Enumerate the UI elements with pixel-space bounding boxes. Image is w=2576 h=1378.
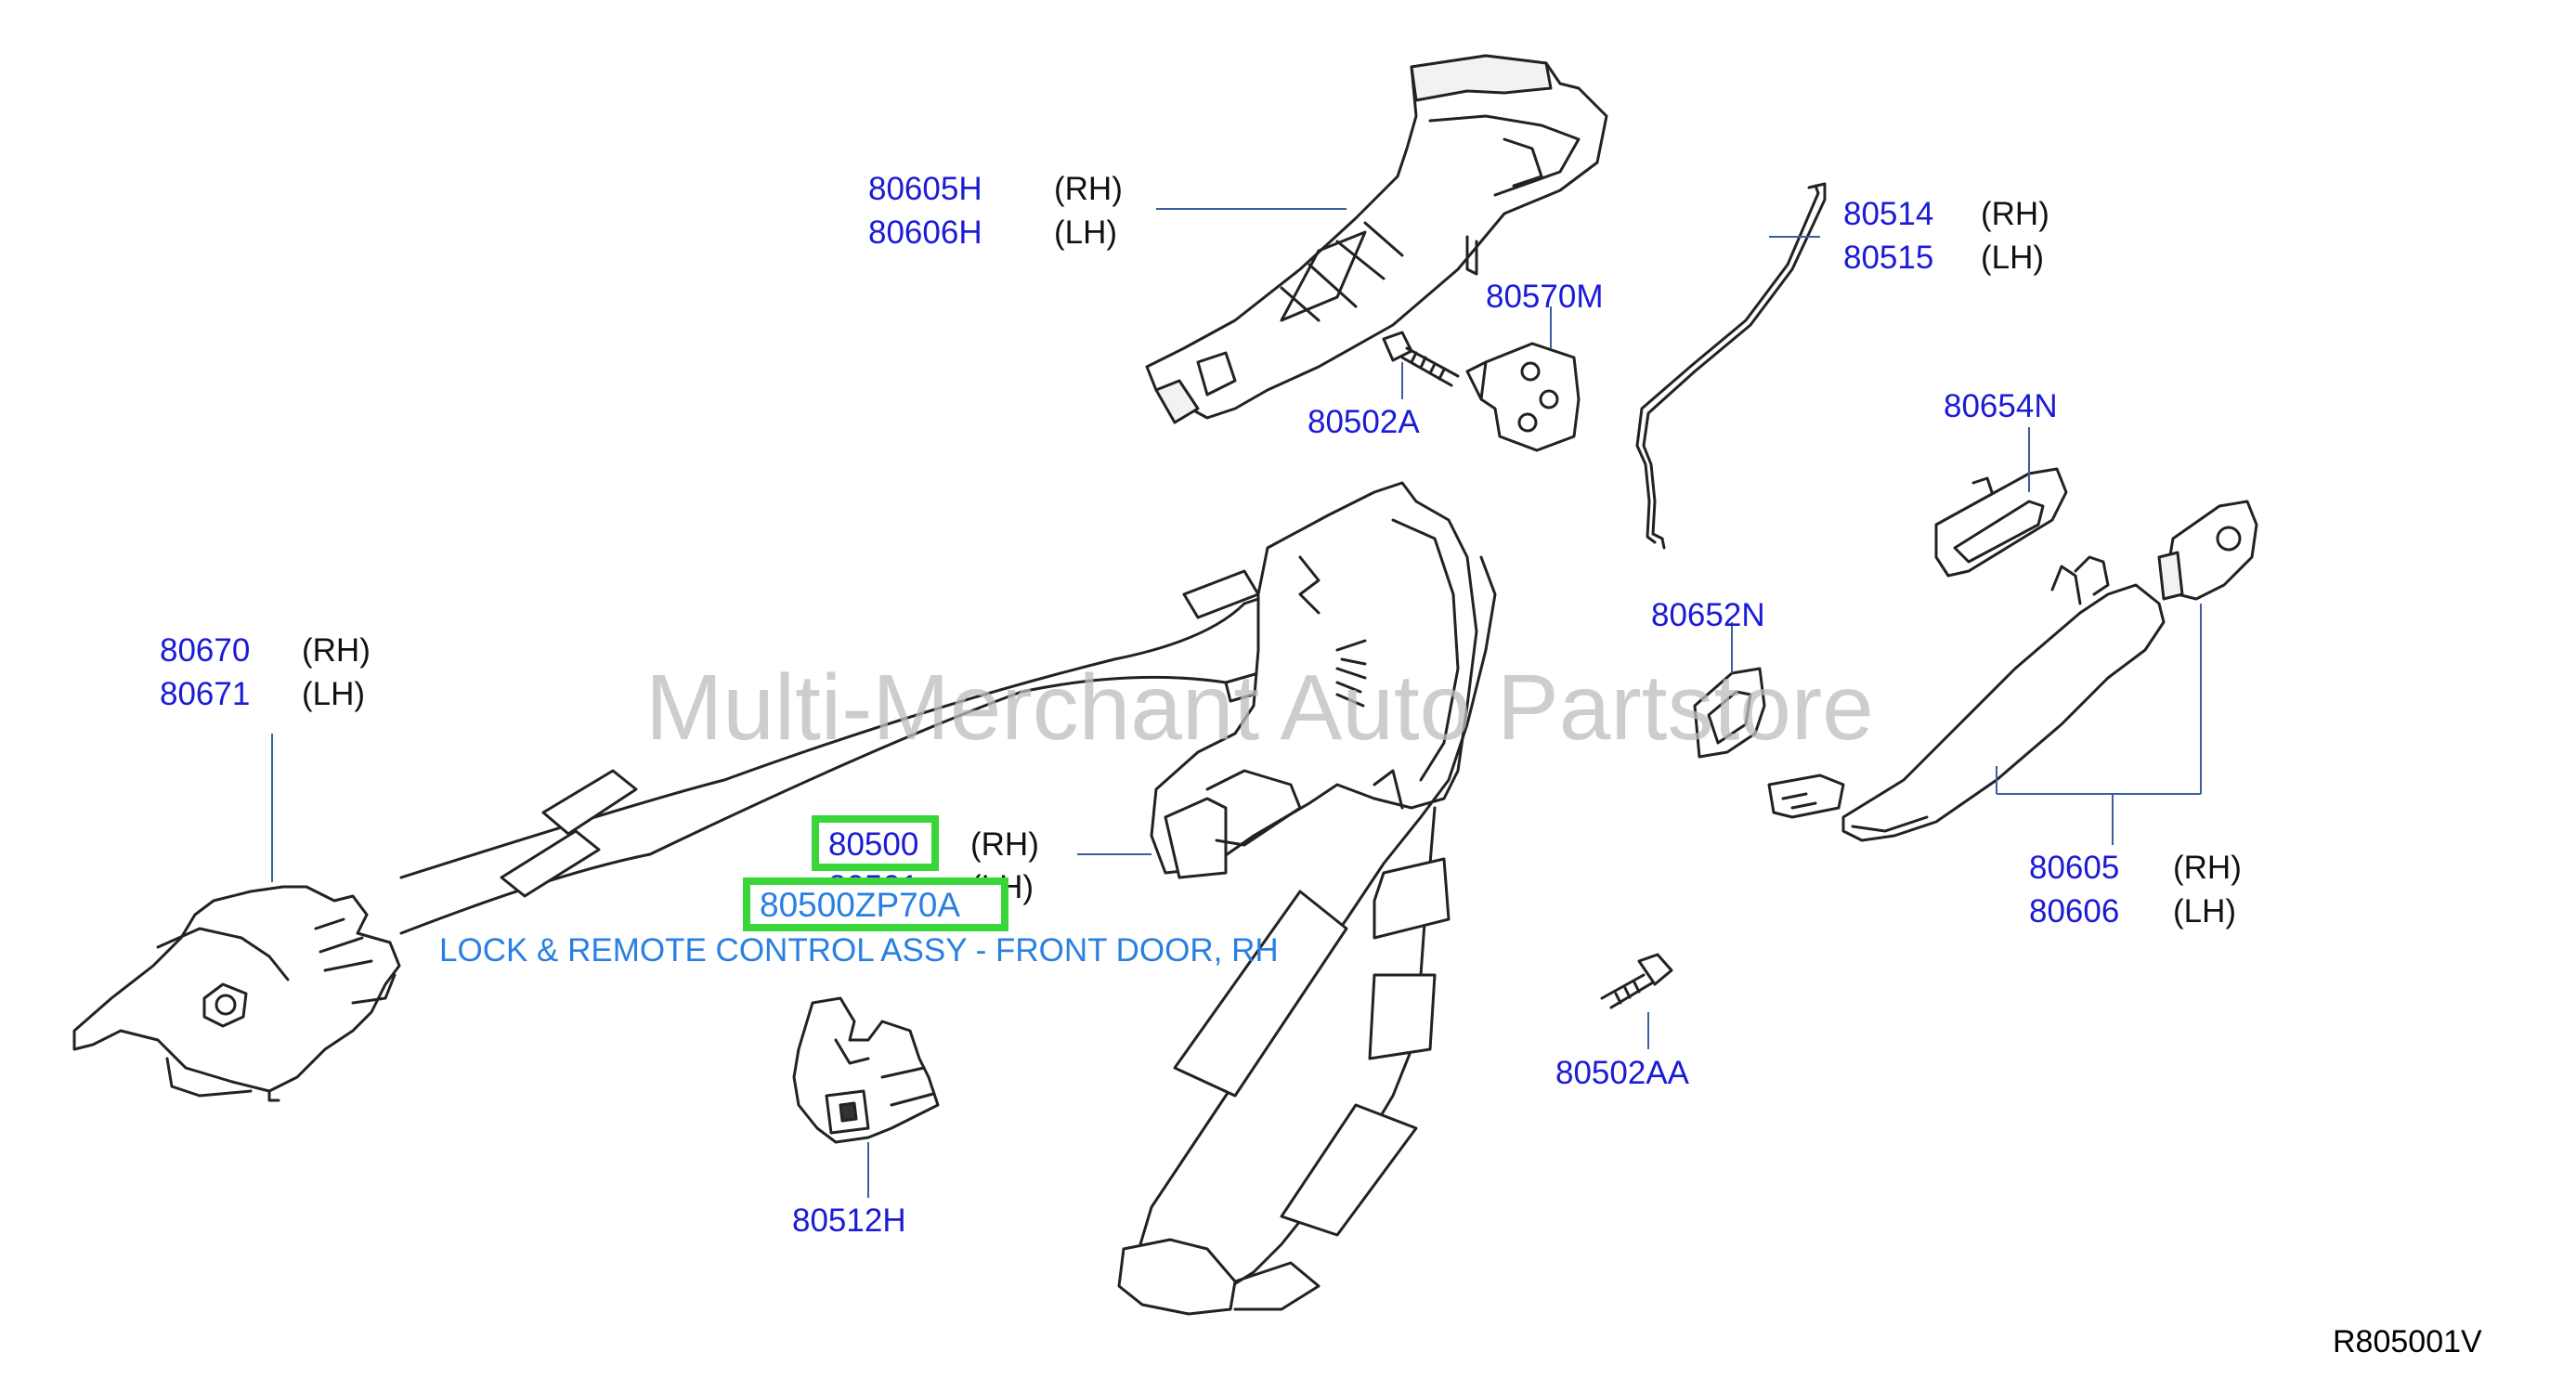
cable-icon [399, 569, 1274, 935]
bolt-upper-icon [1382, 331, 1460, 387]
part-80515[interactable]: 80515 [1843, 240, 1934, 276]
part-80512H[interactable]: 80512H [792, 1202, 906, 1239]
part-80606H[interactable]: 80606H [868, 214, 982, 251]
outside-handle-icon [1767, 555, 2166, 842]
side-lh: (LH) [1981, 240, 2045, 276]
part-80605[interactable]: 80605 [2029, 850, 2120, 886]
highlight-description: LOCK & REMOTE CONTROL ASSY - FRONT DOOR,… [439, 932, 1279, 968]
key-cap-icon [2157, 500, 2258, 601]
gasket-icon [1693, 667, 1766, 759]
highlight-part-number[interactable]: 80500ZP70A [760, 886, 961, 924]
part-80605H[interactable]: 80605H [868, 171, 982, 207]
part-80502AA[interactable]: 80502AA [1555, 1055, 1690, 1091]
part-80671[interactable]: 80671 [160, 676, 251, 712]
side-lh: (LH) [2173, 893, 2237, 930]
outside-handle-bracket-icon [1145, 54, 1608, 424]
rod-icon [1635, 182, 1827, 550]
side-rh: (RH) [1981, 196, 2049, 232]
reference-code: R805001V [2333, 1324, 2482, 1359]
part-80500[interactable]: 80500 [828, 826, 919, 863]
part-80514[interactable]: 80514 [1843, 196, 1934, 232]
part-80570M[interactable]: 80570M [1486, 279, 1604, 315]
clip-icon [792, 996, 940, 1144]
watermark-text: Multi-Merchant Auto Partstore [645, 656, 1874, 760]
part-80652N[interactable]: 80652N [1651, 597, 1765, 633]
plate-icon [1465, 342, 1581, 452]
bolt-lower-icon [1600, 953, 1673, 1009]
part-80670[interactable]: 80670 [160, 632, 251, 669]
highlight-box-80500 [812, 815, 939, 871]
lock-cable-icon [1117, 555, 1497, 1316]
side-rh: (RH) [2173, 850, 2242, 886]
lock-assembly-icon [1150, 481, 1478, 879]
leader-lines [271, 208, 2202, 1198]
side-rh: (RH) [970, 826, 1039, 863]
escutcheon-icon [1934, 467, 2068, 578]
side-lh: (LH) [302, 676, 366, 712]
part-80606[interactable]: 80606 [2029, 893, 2120, 930]
side-rh: (RH) [302, 632, 371, 669]
part-80502A[interactable]: 80502A [1308, 404, 1420, 440]
side-lh: (LH) [1054, 214, 1118, 251]
side-rh: (RH) [1054, 171, 1123, 207]
inside-handle-icon [72, 885, 401, 1102]
highlight-box-80500ZP70A [743, 878, 1008, 931]
part-80654N[interactable]: 80654N [1944, 388, 2058, 424]
